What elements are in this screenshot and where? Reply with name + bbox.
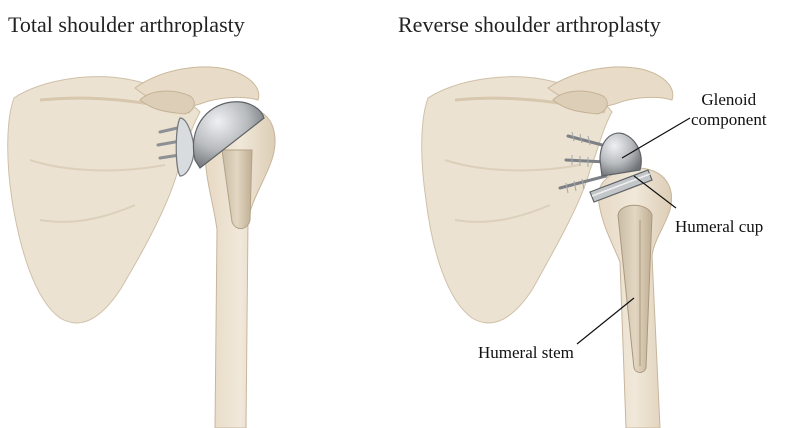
label-glenoid-line2: component [691, 110, 767, 130]
label-humeral-stem: Humeral stem [478, 343, 574, 363]
label-glenoid-component: Glenoid component [691, 90, 767, 130]
label-humeral-cup: Humeral cup [675, 217, 763, 237]
glenoid-component-right [600, 133, 641, 176]
scapula-right [422, 77, 612, 323]
label-glenoid-line1: Glenoid [691, 90, 767, 110]
scapula-left [8, 77, 200, 323]
leader-glenoid [622, 118, 690, 158]
reverse-shoulder-illustration [422, 67, 673, 428]
total-shoulder-illustration [8, 67, 275, 428]
